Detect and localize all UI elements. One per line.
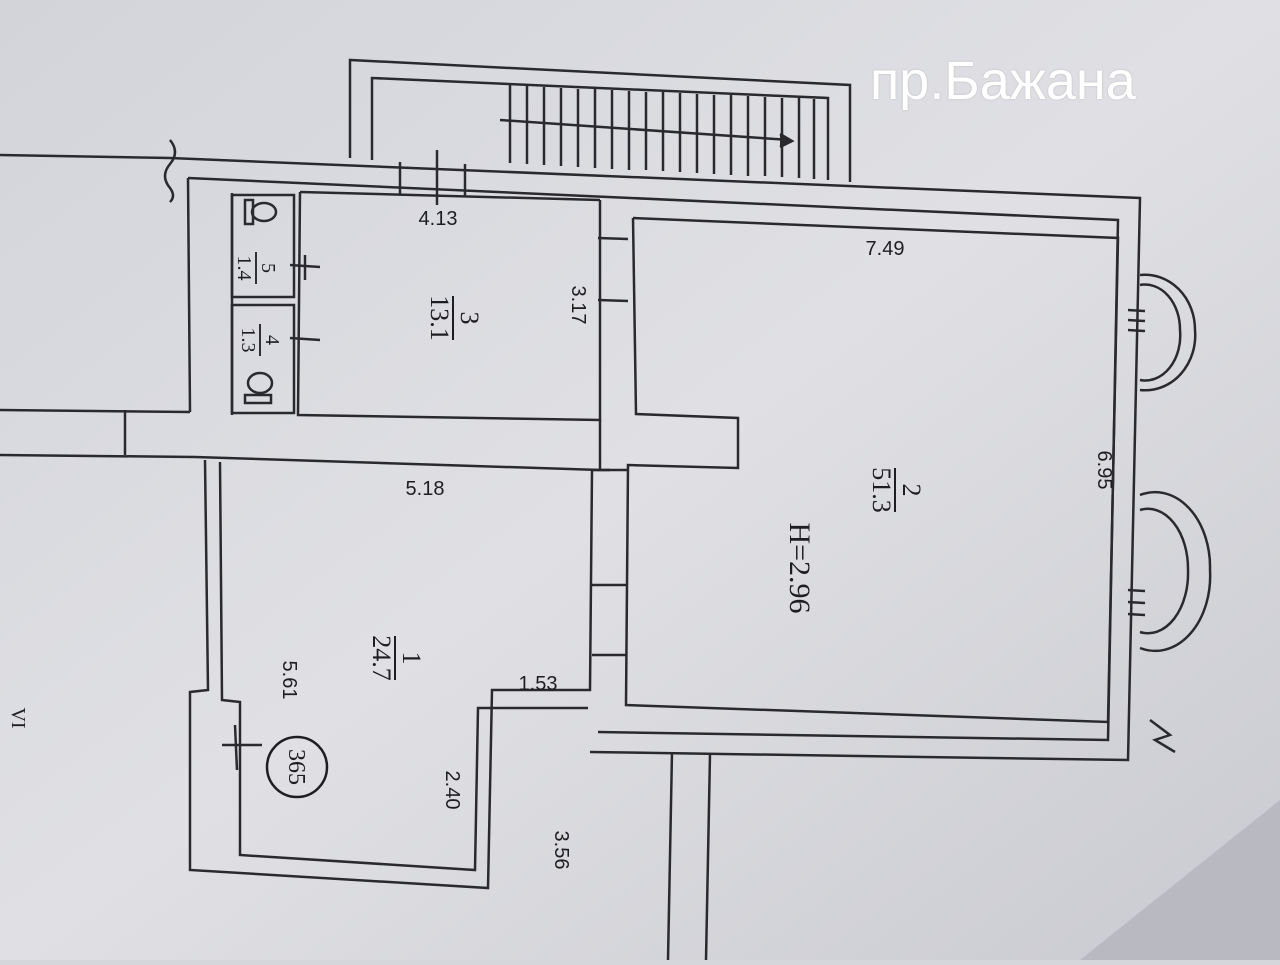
dimension-room1-niche: 2.40: [441, 771, 463, 810]
bay-window: [1127, 273, 1197, 392]
paper-shadow: [1080, 800, 1280, 960]
dimension-room2-width: 7.49: [866, 238, 905, 260]
unit-number: 365: [283, 749, 309, 785]
room-3-area: 13.1: [425, 295, 454, 341]
dimension-room3-depth: 3.17: [567, 286, 589, 325]
room-4-area: 1.3: [237, 328, 259, 353]
room-2-walls: [592, 216, 1120, 724]
exterior-walls: [666, 751, 712, 961]
corridor-walls: [0, 139, 196, 459]
edge-label: VI: [7, 707, 29, 728]
unit-number-badge: 365: [265, 735, 329, 799]
bathroom-walls: [230, 193, 321, 415]
dimension-room2-depth: 6.95: [1093, 451, 1115, 490]
room-3-walls: [296, 190, 629, 422]
entrance-arrow-icon: [1149, 719, 1176, 754]
dimension-room1-width: 5.18: [406, 478, 445, 500]
toilet-icon: [243, 198, 278, 226]
dimension-room1-depth: 5.61: [278, 661, 300, 700]
street-label: пр.Бажана: [870, 51, 1136, 111]
bay-window: [1127, 490, 1212, 653]
room-1-walls: [188, 455, 610, 890]
room-1-number: 1: [397, 652, 426, 665]
staircase: [348, 58, 852, 182]
room-4-number: 4: [261, 335, 283, 345]
dimension-exterior: 3.56: [550, 831, 572, 870]
room-2-area: 51.3: [867, 467, 896, 513]
room-5-number: 5: [257, 263, 279, 273]
room-2-number: 2: [897, 484, 926, 497]
room-5-area: 1.4: [233, 256, 255, 281]
room-3-number: 3: [455, 312, 484, 325]
dimension-room1-step: 1.53: [519, 673, 558, 695]
toilet-icon: [243, 371, 274, 405]
dimension-room3-width: 4.13: [419, 208, 458, 230]
room-1-area: 24.7: [367, 635, 396, 681]
ceiling-height-label: H=2.96: [783, 522, 816, 613]
